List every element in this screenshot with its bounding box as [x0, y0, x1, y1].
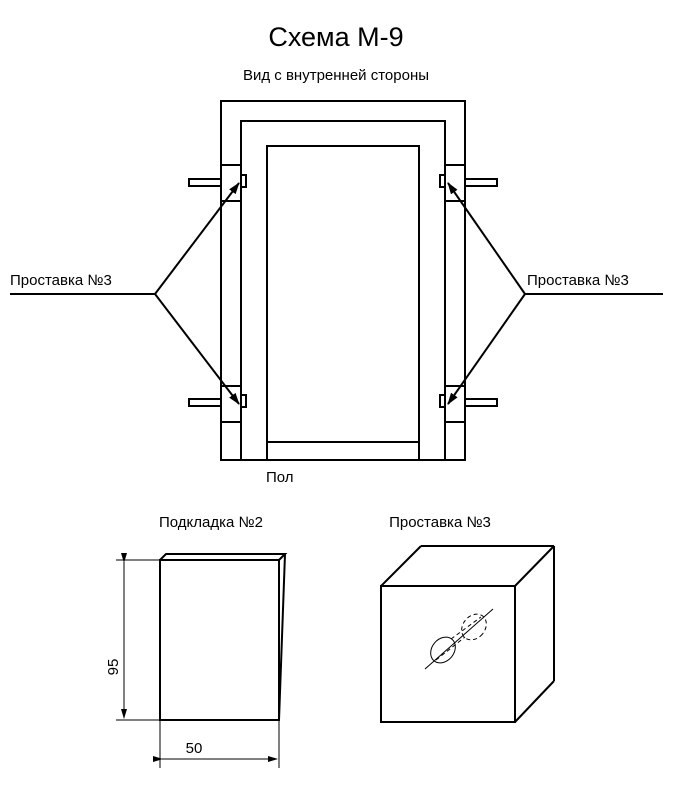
- outer-wall-opening: [220, 100, 466, 461]
- right-bottom-anchor-bolt: [439, 394, 498, 408]
- bolt-hole-symbol: [424, 608, 494, 670]
- door-leaf: [266, 145, 420, 461]
- left-spacer-label: Проставка №3: [10, 272, 112, 289]
- spacer-detail-title: Проставка №3: [389, 514, 491, 531]
- diagram-subtitle: Вид с внутренней стороны: [243, 67, 429, 84]
- right-spacer-label: Проставка №3: [527, 272, 629, 289]
- right-spacer-leader: [447, 182, 663, 405]
- diagram-title: Схема М-9: [268, 22, 403, 52]
- pad-width-dimension: 50: [186, 740, 203, 757]
- right-top-anchor-bolt: [439, 174, 498, 188]
- pad-detail-title: Подкладка №2: [159, 514, 263, 531]
- pad-height-dimension: 95: [105, 659, 122, 676]
- pad-drawing: [116, 553, 288, 768]
- door-frame: [240, 120, 446, 461]
- floor-label: Пол: [266, 469, 294, 486]
- left-top-anchor-bolt: [188, 174, 247, 188]
- left-bottom-anchor-bolt: [188, 394, 247, 408]
- left-spacer-leader: [10, 182, 240, 405]
- door-frame-assembly: [188, 100, 498, 461]
- spacer-cube-drawing: [380, 545, 555, 723]
